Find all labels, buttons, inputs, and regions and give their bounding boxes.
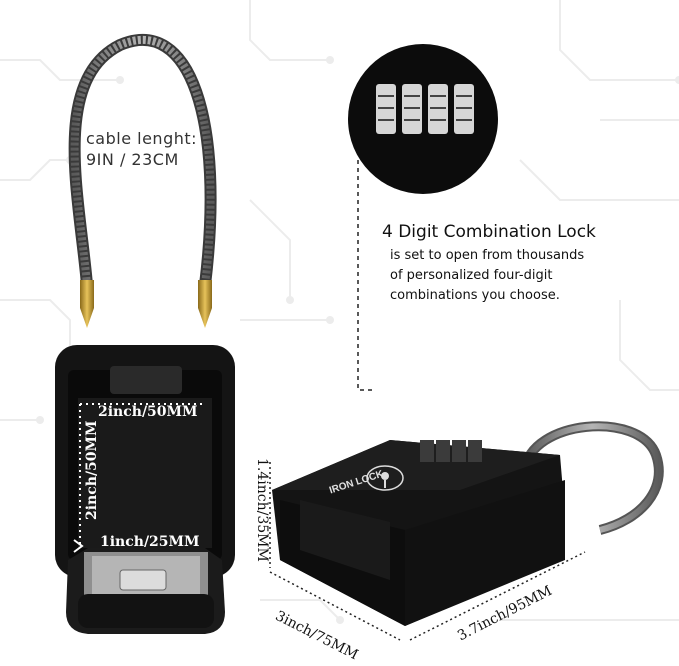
inner-width-label: 2inch/50MM: [98, 404, 198, 420]
feature-line-1: is set to open from thousands: [390, 248, 585, 263]
feature-body: is set to open from thousands of persona…: [390, 246, 672, 306]
feature-line-2: of personalized four-digit: [390, 268, 553, 283]
feature-description: 4 Digit Combination Lock is set to open …: [382, 222, 672, 306]
combination-dial-closeup: [348, 44, 498, 194]
inner-depth-label: 1inch/25MM: [100, 534, 200, 550]
open-lockbox: [55, 345, 235, 634]
cable-shackle: [68, 33, 217, 328]
cable-length-value: 9IN / 23CM: [86, 150, 179, 169]
outer-height-label: 1.4inch/35MM: [254, 458, 270, 562]
cable-length-label: cable lenght: 9IN / 23CM: [86, 128, 197, 170]
feature-title: 4 Digit Combination Lock: [382, 222, 596, 242]
inner-height-label: 2inch/50MM: [84, 420, 100, 520]
feature-line-3: combinations you choose.: [390, 288, 560, 303]
closed-lockbox: [272, 421, 664, 626]
cable-length-title: cable lenght:: [86, 129, 198, 148]
